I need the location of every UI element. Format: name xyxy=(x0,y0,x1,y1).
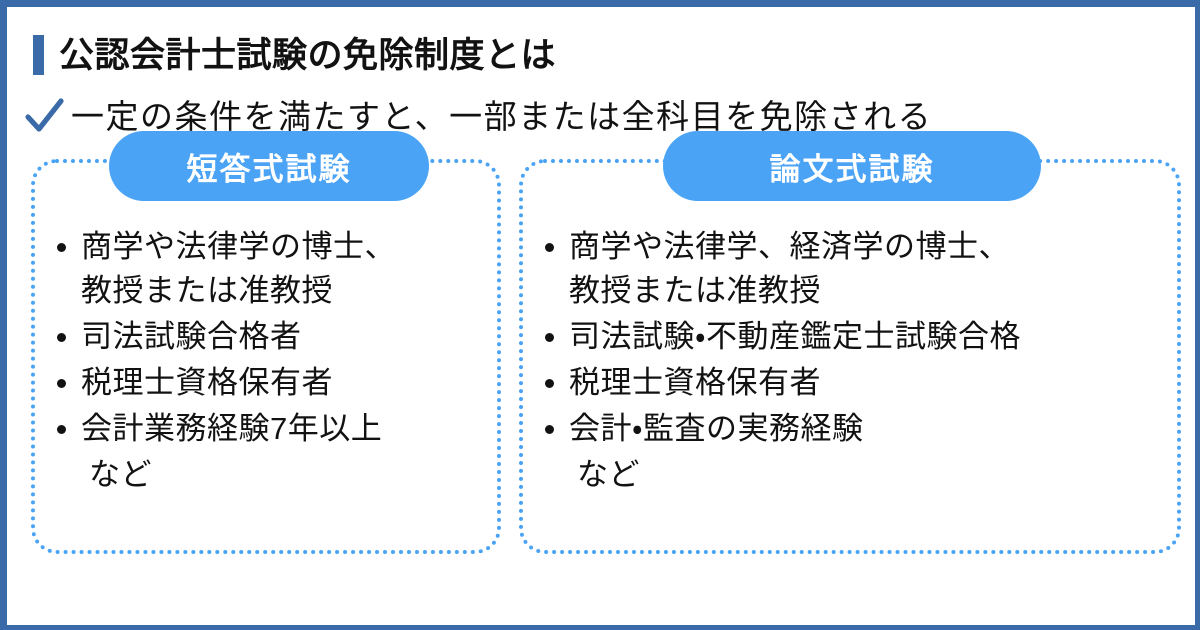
list-item-line1: 司法試験合格者 xyxy=(81,319,302,355)
list-item-line1: 税理士資格保有者 xyxy=(81,365,333,401)
list-item: 会計・監査の実務経験 xyxy=(531,407,1169,451)
list-item: 司法試験・不動産鑑定士試験合格 xyxy=(531,315,1169,359)
card-pill-ronbunshiki: 論文式試験 xyxy=(663,131,1041,201)
vertical-bar-accent-icon xyxy=(33,35,44,75)
list-item: 税理士資格保有者 xyxy=(43,361,489,405)
page-title-row: 公認会計士試験の免除制度とは xyxy=(33,29,1195,81)
list-item: 司法試験合格者 xyxy=(43,315,489,359)
list-item-line1: 税理士資格保有者 xyxy=(569,365,821,401)
subtitle-row: 一定の条件を満たすと、一部または全科目を免除される xyxy=(21,91,1195,141)
exemption-list-tantoshiki: 商学や法律学の博士、 教授または准教授 司法試験合格者 税理士資格保有者 会計業… xyxy=(43,225,489,451)
exemption-list-ronbunshiki: 商学や法律学、経済学の博士、 教授または准教授 司法試験・不動産鑑定士試験合格 … xyxy=(531,225,1169,451)
card-ronbunshiki: 論文式試験 商学や法律学、経済学の博士、 教授または准教授 司法試験・不動産鑑定… xyxy=(519,131,1181,554)
list-item-line2: 教授または准教授 xyxy=(81,273,333,309)
list-item: 会計業務経験7年以上 xyxy=(43,407,489,451)
list-item: 商学や法律学の博士、 教授または准教授 xyxy=(43,225,489,313)
subtitle: 一定の条件を満たすと、一部または全科目を免除される xyxy=(71,97,933,135)
page-title: 公認会計士試験の免除制度とは xyxy=(59,35,557,75)
card-tantoshiki: 短答式試験 商学や法律学の博士、 教授または准教授 司法試験合格者 税理士資格保… xyxy=(31,131,501,554)
list-item-line1: 司法試験・不動産鑑定士試験合格 xyxy=(569,319,1022,355)
list-item-line1: 商学や法律学、経済学の博士、 xyxy=(569,229,1010,264)
etc-label-tantoshiki: など xyxy=(89,457,152,493)
check-icon xyxy=(21,93,67,139)
exam-cards-container: 短答式試験 商学や法律学の博士、 教授または准教授 司法試験合格者 税理士資格保… xyxy=(31,131,1181,554)
list-item-line1: 会計・監査の実務経験 xyxy=(569,411,864,447)
etc-label-ronbunshiki: など xyxy=(577,457,640,493)
card-pill-tantoshiki: 短答式試験 xyxy=(109,131,429,201)
list-item-line1: 商学や法律学の博士、 xyxy=(81,229,396,264)
list-item: 税理士資格保有者 xyxy=(531,361,1169,405)
list-item-line2: 教授または准教授 xyxy=(569,273,821,309)
list-item: 商学や法律学、経済学の博士、 教授または准教授 xyxy=(531,225,1169,313)
list-item-line1: 会計業務経験7年以上 xyxy=(81,411,383,447)
